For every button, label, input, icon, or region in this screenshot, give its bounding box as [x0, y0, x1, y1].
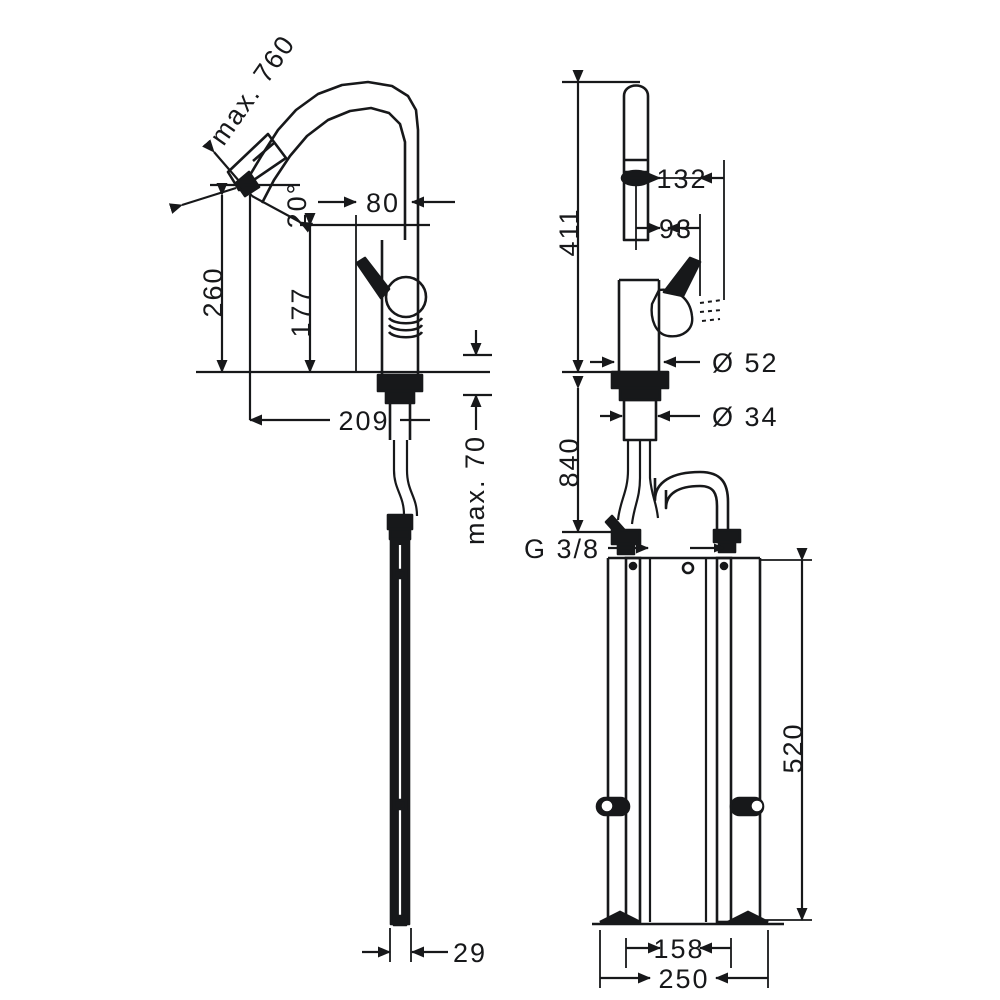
dim-177: 177 [286, 286, 316, 337]
right-view-geometry [604, 84, 742, 556]
dim-520: 520 [778, 722, 808, 773]
dim-250: 250 [658, 964, 709, 994]
right-view-dimension-lines [562, 70, 812, 988]
dim-132: 132 [656, 164, 707, 194]
dim-411: 411 [554, 207, 584, 256]
dim-260: 260 [198, 266, 228, 317]
dim-angle-20: 20° [282, 182, 312, 229]
left-view-geometry [226, 80, 428, 927]
dim-dia-34: Ø 34 [712, 402, 779, 432]
dim-209: 209 [338, 406, 389, 436]
dim-840: 840 [554, 436, 584, 487]
dim-93: 93 [659, 214, 693, 244]
dim-max-760: max. 760 [204, 29, 301, 150]
dim-80: 80 [366, 188, 400, 218]
dim-158: 158 [653, 934, 704, 964]
dim-29: 29 [453, 938, 487, 968]
dim-dia-52: Ø 52 [712, 348, 779, 378]
right-view-cabinet-geometry [592, 556, 784, 926]
dim-max-70: max. 70 [460, 435, 490, 545]
left-view-dimension-lines [168, 139, 492, 962]
dim-thread-g38: G 3/8 [524, 534, 600, 564]
